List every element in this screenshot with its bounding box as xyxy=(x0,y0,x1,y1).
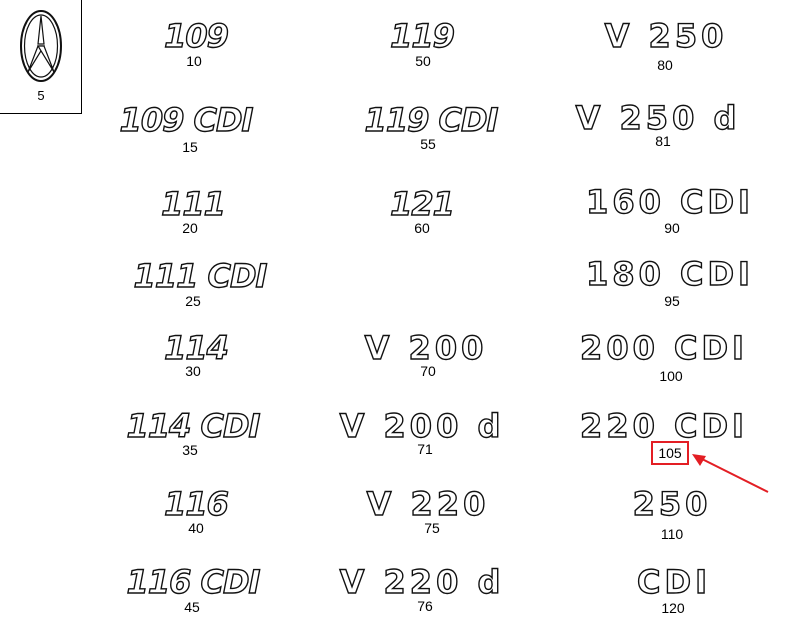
part-number-50: 50 xyxy=(415,53,431,69)
badge-v-220: V 220 xyxy=(366,485,490,523)
badge-116-cdi: 116 CDI xyxy=(126,563,261,601)
part-number-logo: 5 xyxy=(37,88,45,103)
badge-114: 114 xyxy=(163,329,229,367)
part-number-105: 105 xyxy=(658,445,682,461)
part-number-95: 95 xyxy=(664,293,680,309)
highlight-box xyxy=(651,441,689,465)
badge-111: 111 xyxy=(160,185,226,223)
badge-109: 109 xyxy=(163,17,229,55)
part-number-70: 70 xyxy=(420,363,436,379)
badge-v-200-d: V 200 d xyxy=(339,407,505,445)
badge-116: 116 xyxy=(163,485,229,523)
badge-111-cdi: 111 CDI xyxy=(133,257,268,295)
part-number-45: 45 xyxy=(184,599,200,615)
part-number-10: 10 xyxy=(186,53,202,69)
badge-121: 121 xyxy=(389,185,455,223)
part-number-90: 90 xyxy=(664,220,680,236)
part-number-75: 75 xyxy=(424,520,440,536)
part-number-25: 25 xyxy=(185,293,201,309)
part-number-20: 20 xyxy=(182,220,198,236)
badge-160-cdi: 160 CDI xyxy=(585,183,754,221)
part-number-71: 71 xyxy=(417,441,433,457)
badge-220-cdi: 220 CDI xyxy=(579,407,748,445)
part-number-30: 30 xyxy=(185,363,201,379)
part-number-81: 81 xyxy=(655,133,671,149)
badge-v-200: V 200 xyxy=(364,329,488,367)
part-number-60: 60 xyxy=(414,220,430,236)
badge-119: 119 xyxy=(389,17,455,55)
badge-cdi: CDI xyxy=(636,563,711,601)
badge-v-250: V 250 xyxy=(604,17,728,55)
part-number-120: 120 xyxy=(661,600,685,616)
logo-cell: 5 xyxy=(0,0,82,114)
badge-114-cdi: 114 CDI xyxy=(126,407,261,445)
badge-200-cdi: 200 CDI xyxy=(579,329,748,367)
part-number-55: 55 xyxy=(420,136,436,152)
badge-v-220-d: V 220 d xyxy=(339,563,505,601)
part-number-80: 80 xyxy=(657,57,673,73)
part-number-15: 15 xyxy=(182,139,198,155)
badge-180-cdi: 180 CDI xyxy=(585,255,754,293)
badge-v-250-d: V 250 d xyxy=(575,99,741,137)
mercedes-star-icon xyxy=(20,10,62,82)
badge-109-cdi: 109 CDI xyxy=(119,101,254,139)
part-number-110: 110 xyxy=(660,526,684,542)
part-number-40: 40 xyxy=(188,520,204,536)
badge-250: 250 xyxy=(632,485,712,523)
part-number-76: 76 xyxy=(417,598,433,614)
part-number-100: 100 xyxy=(659,368,683,384)
badge-119-cdi: 119 CDI xyxy=(364,101,499,139)
part-number-35: 35 xyxy=(182,442,198,458)
